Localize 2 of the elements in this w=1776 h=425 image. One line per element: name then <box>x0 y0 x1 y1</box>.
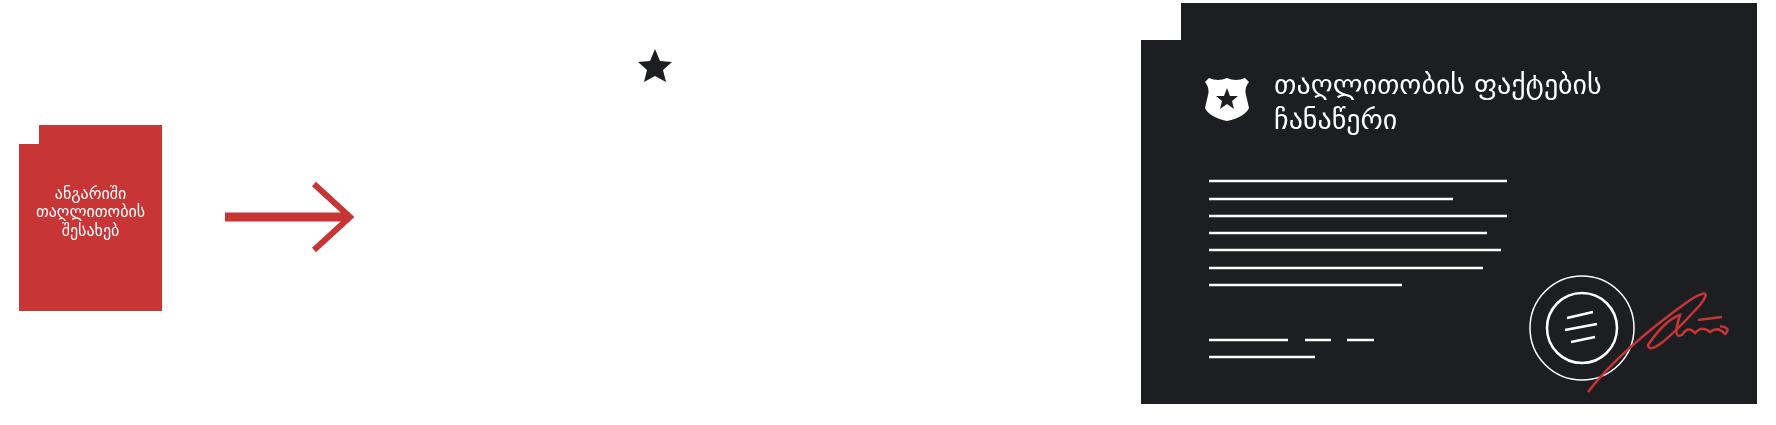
record-title: თაღლითობის ფაქტების ჩანაწერი <box>1274 67 1603 137</box>
document-title: ანგარიში თაღლითობის შესახებ <box>34 185 147 241</box>
